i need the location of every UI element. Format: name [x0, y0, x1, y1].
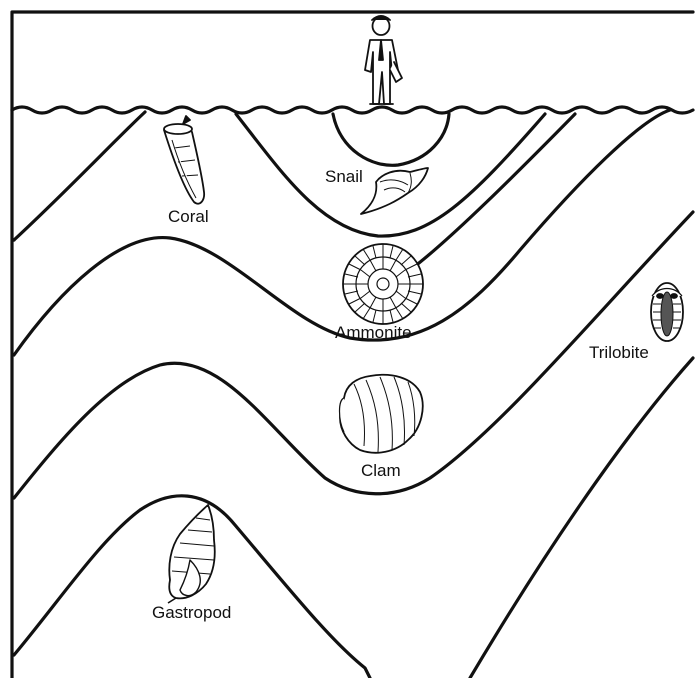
ammonite-label: Ammonite	[335, 324, 412, 341]
rock-layer-4	[14, 110, 670, 355]
horn-coral-icon	[164, 116, 204, 204]
snail-shell-icon	[361, 168, 428, 214]
trilobite-label: Trilobite	[589, 344, 649, 361]
ammonite-icon	[343, 244, 423, 324]
rock-layer-3	[14, 112, 575, 270]
coral-label: Coral	[168, 208, 209, 225]
person-standing-icon	[365, 16, 402, 104]
clam-label: Clam	[361, 462, 401, 479]
clam-shell-icon	[340, 375, 423, 453]
rock-layer-1	[333, 114, 449, 165]
trilobite-icon	[651, 283, 683, 341]
ground-surface-line	[12, 107, 693, 113]
gastropod-shell-icon	[168, 505, 215, 603]
gastropod-label: Gastropod	[152, 604, 231, 621]
snail-label: Snail	[325, 168, 363, 185]
